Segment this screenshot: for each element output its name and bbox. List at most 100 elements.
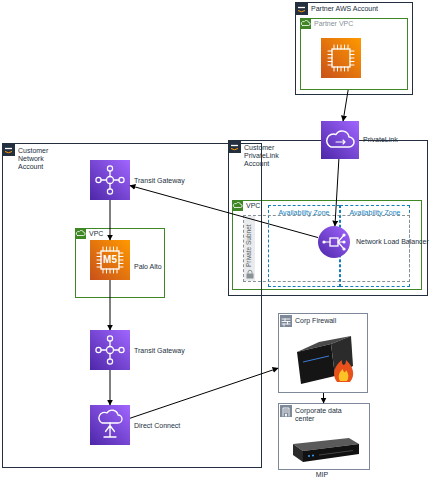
server-light bbox=[312, 455, 314, 457]
gateway-hub bbox=[107, 347, 114, 354]
firewall-flame bbox=[334, 360, 353, 382]
gateway-node bbox=[119, 347, 124, 352]
vpc-cloud bbox=[301, 20, 310, 25]
icon-background bbox=[90, 405, 130, 445]
arrow-connector bbox=[323, 393, 324, 403]
node-label: Transit Gateway bbox=[134, 347, 185, 355]
transit-gateway-icon bbox=[90, 160, 130, 200]
datacenter-box: Corporate data center bbox=[278, 403, 370, 470]
lock-icon bbox=[246, 270, 254, 279]
privatelink-arrow bbox=[336, 140, 345, 144]
aws-logo bbox=[228, 140, 241, 153]
vpc-container: Partner VPC bbox=[300, 18, 408, 90]
instance-type: M5 bbox=[90, 254, 130, 266]
gateway-node bbox=[107, 166, 112, 171]
balancer-endpoint bbox=[322, 240, 325, 243]
direct-connect-icon bbox=[90, 405, 130, 445]
gateway-hub bbox=[107, 177, 114, 184]
node-label: Private Subnet bbox=[245, 222, 252, 270]
node-label: PrivateLink bbox=[363, 136, 398, 144]
logo-mark bbox=[5, 148, 12, 149]
server-front bbox=[303, 444, 359, 462]
ec2-instance-icon bbox=[321, 38, 361, 78]
logo-smile bbox=[231, 149, 238, 150]
availability-zone: Availability Zone bbox=[340, 205, 410, 287]
transit-gateway-icon bbox=[90, 330, 130, 370]
account-container: Customer PrivateLink AccountVPCAvailabil… bbox=[228, 140, 428, 296]
node-label: Palo Alto bbox=[134, 263, 162, 271]
node-label: Customer PrivateLink Account bbox=[244, 144, 289, 168]
firewall-box: Corp Firewall bbox=[278, 313, 368, 393]
node-label: Partner AWS Account bbox=[311, 5, 411, 13]
node-label: Customer Network Account bbox=[18, 147, 58, 171]
direct-connect-cloud bbox=[99, 410, 122, 423]
header-icon-mark bbox=[283, 408, 289, 416]
arrow-connector bbox=[110, 370, 111, 405]
vpc-cloud bbox=[233, 202, 242, 207]
server-side bbox=[293, 444, 303, 462]
node-label: VPC bbox=[246, 202, 306, 210]
gateway-node bbox=[107, 359, 112, 364]
vpc-cloud bbox=[76, 230, 85, 235]
node-label: Partner VPC bbox=[314, 20, 404, 28]
balancer-endpoint bbox=[342, 247, 345, 250]
chip-group bbox=[321, 38, 361, 78]
gateway-node bbox=[107, 189, 112, 194]
chip-background bbox=[90, 240, 130, 280]
icon-background bbox=[90, 330, 130, 370]
logo-background bbox=[228, 140, 241, 153]
logo-mark bbox=[298, 7, 305, 8]
account-container: Customer Network AccountTransit GatewayV… bbox=[2, 143, 262, 468]
header-icon-background bbox=[280, 315, 292, 327]
logo-mark bbox=[231, 145, 238, 146]
node-label: VPC bbox=[89, 230, 149, 238]
node-label: Availability Zone bbox=[269, 209, 339, 217]
firewall-flame-core bbox=[339, 369, 349, 381]
gateway-node bbox=[96, 347, 101, 352]
gateway-spokes bbox=[101, 171, 119, 189]
firewall-header-icon bbox=[280, 315, 292, 327]
server-illustration bbox=[279, 404, 371, 471]
vpc-logo-background bbox=[75, 228, 86, 239]
gateway-node bbox=[96, 177, 101, 182]
instance-icon: M5Palo Alto bbox=[90, 240, 130, 280]
logo-smile bbox=[298, 11, 305, 12]
header-icon-background bbox=[280, 405, 292, 417]
lock-shackle bbox=[248, 270, 252, 273]
privatelink-icon bbox=[321, 121, 359, 159]
datacenter-header-icon bbox=[280, 405, 292, 417]
logo-background bbox=[2, 143, 15, 156]
chip-pins bbox=[328, 45, 354, 71]
gateway-node bbox=[119, 177, 124, 182]
icon-background bbox=[318, 226, 350, 258]
load-balancer-icon bbox=[318, 226, 350, 258]
service-icon: PrivateLink bbox=[321, 121, 359, 159]
service-icon: Direct Connect bbox=[90, 405, 130, 445]
chip-outline bbox=[332, 49, 350, 67]
node-label: Corporate data center bbox=[295, 407, 355, 423]
vpc-logo-background bbox=[300, 18, 311, 29]
service-icon: Transit Gateway bbox=[90, 330, 130, 370]
chip-group bbox=[90, 240, 130, 280]
node-label: Direct Connect bbox=[134, 422, 180, 430]
gateway-spokes bbox=[101, 341, 119, 359]
arrow-connector bbox=[130, 368, 278, 418]
vpc-logo bbox=[75, 228, 86, 239]
balancer-endpoint bbox=[342, 233, 345, 236]
service-icon: Transit Gateway bbox=[90, 160, 130, 200]
site-label: MIP bbox=[307, 471, 337, 479]
vpc-logo bbox=[300, 18, 311, 29]
node-label: Network Load Balancer bbox=[356, 238, 429, 246]
balancer-endpoint bbox=[342, 240, 345, 243]
firewall-light bbox=[303, 356, 329, 362]
balancer-core bbox=[330, 238, 338, 246]
logo-background bbox=[295, 2, 308, 15]
server-light bbox=[308, 455, 310, 457]
node-label: Corp Firewall bbox=[295, 317, 365, 325]
firewall-illustration bbox=[279, 314, 369, 394]
vpc-logo bbox=[232, 200, 243, 211]
icon-background bbox=[321, 121, 359, 159]
icon-background bbox=[90, 160, 130, 200]
vpc-container: VPCM5Palo Alto bbox=[75, 228, 165, 298]
